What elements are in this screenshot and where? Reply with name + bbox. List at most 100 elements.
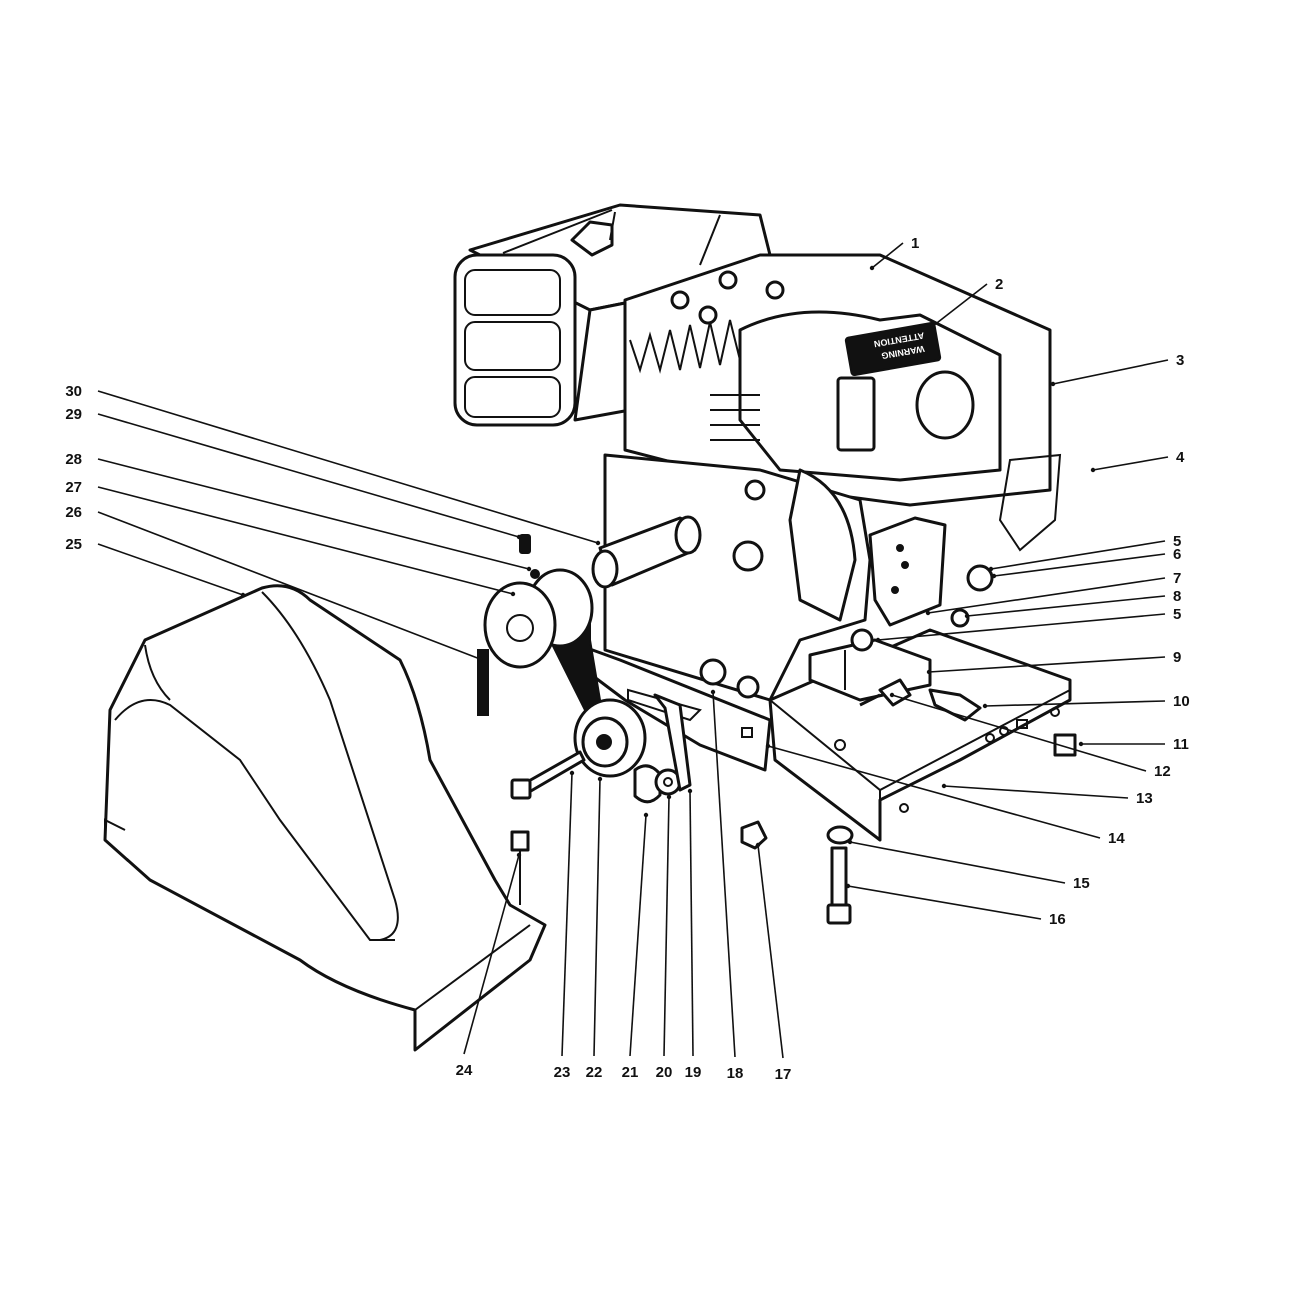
nut-21 xyxy=(633,764,662,804)
callout-label-11: 11 xyxy=(1173,736,1189,753)
leader-dot-19 xyxy=(687,788,693,794)
leader-line-2 xyxy=(932,283,988,327)
leader-line-23 xyxy=(561,772,573,1057)
leader-dot-4 xyxy=(1090,467,1096,473)
callout-label-19: 19 xyxy=(685,1064,702,1081)
leader-line-25 xyxy=(97,543,244,596)
link-19 xyxy=(653,693,692,792)
leader-dot-17 xyxy=(755,842,761,848)
leader-line-7 xyxy=(927,577,1166,614)
leader-line-22 xyxy=(593,778,601,1057)
leader-dot-5b xyxy=(875,637,881,643)
callout-label-20: 20 xyxy=(656,1064,673,1081)
leader-line-18 xyxy=(712,691,736,1058)
callout-label-18: 18 xyxy=(727,1065,744,1082)
bolt-24 xyxy=(510,830,530,852)
leader-dot-15 xyxy=(847,839,853,845)
leader-line-28 xyxy=(97,458,530,570)
leader-dot-27 xyxy=(510,591,516,597)
leader-dot-9 xyxy=(926,669,932,675)
callout-label-5a: 5 xyxy=(1173,533,1181,550)
clip-11 xyxy=(1053,733,1077,757)
callout-label-22: 22 xyxy=(586,1064,603,1081)
leader-dot-21 xyxy=(643,812,649,818)
callout-label-21: 21 xyxy=(622,1064,639,1081)
callout-label-27: 27 xyxy=(65,479,82,496)
fitting-6 xyxy=(966,564,994,592)
throttle-bracket xyxy=(868,516,947,627)
callout-label-13: 13 xyxy=(1136,790,1153,807)
leader-line-24 xyxy=(463,854,520,1055)
leader-line-19 xyxy=(689,790,694,1057)
leader-line-8 xyxy=(966,595,1166,617)
leader-dot-3 xyxy=(1050,381,1056,387)
callout-label-2: 2 xyxy=(995,276,1003,293)
leader-dot-26 xyxy=(477,656,483,662)
callout-label-24: 24 xyxy=(456,1062,473,1079)
callout-label-28: 28 xyxy=(65,451,82,468)
callout-label-12: 12 xyxy=(1154,763,1171,780)
leader-dot-28 xyxy=(526,566,532,572)
callout-label-1: 1 xyxy=(911,235,919,252)
bolt-17 xyxy=(740,820,768,850)
callout-label-6: 6 xyxy=(1173,546,1181,563)
leader-line-3 xyxy=(1052,359,1169,385)
leader-dot-10 xyxy=(982,703,988,709)
leader-line-12 xyxy=(891,694,1147,772)
leader-dot-12 xyxy=(889,692,895,698)
callout-label-4: 4 xyxy=(1176,449,1185,466)
leader-dot-25 xyxy=(240,592,246,598)
leader-line-9 xyxy=(928,656,1166,673)
idler-pulley xyxy=(510,698,647,800)
leader-line-5a xyxy=(990,540,1166,570)
leader-dot-11 xyxy=(1078,741,1084,747)
bolt-16 xyxy=(830,846,848,910)
leader-dot-16 xyxy=(845,883,851,889)
hardware xyxy=(510,564,1077,925)
leader-line-6 xyxy=(993,553,1166,577)
leader-line-21 xyxy=(629,814,647,1057)
spacer-18 xyxy=(699,658,727,686)
leader-line-16 xyxy=(847,885,1042,920)
leader-line-5b xyxy=(877,613,1166,641)
leader-dot-29 xyxy=(516,534,522,540)
callout-label-5b: 5 xyxy=(1173,606,1181,623)
leader-dot-30 xyxy=(595,540,601,546)
leader-dot-7 xyxy=(925,610,931,616)
bolt-12 xyxy=(859,678,912,707)
callout-label-16: 16 xyxy=(1049,911,1066,928)
callout-labels: 1234567859101112131415161718192021222324… xyxy=(65,235,1189,1083)
callout-label-10: 10 xyxy=(1173,693,1190,710)
leader-line-13 xyxy=(943,785,1129,799)
leader-line-15 xyxy=(849,841,1066,884)
callout-label-9: 9 xyxy=(1173,649,1181,666)
leader-line-26 xyxy=(97,511,481,660)
leader-dot-20 xyxy=(666,794,672,800)
callout-label-8: 8 xyxy=(1173,588,1181,605)
leader-dot-6 xyxy=(991,573,997,579)
leader-line-17 xyxy=(757,844,784,1059)
leader-dot-8 xyxy=(964,613,970,619)
callout-label-30: 30 xyxy=(65,383,82,400)
callout-label-23: 23 xyxy=(554,1064,571,1081)
nut-8 xyxy=(950,608,970,628)
callout-label-29: 29 xyxy=(65,406,82,423)
callout-label-15: 15 xyxy=(1073,875,1090,892)
crankshaft xyxy=(591,515,702,589)
washer-15 xyxy=(826,825,854,845)
leader-dot-24 xyxy=(516,852,522,858)
callout-label-17: 17 xyxy=(775,1066,792,1083)
leader-dot-14 xyxy=(765,743,771,749)
leader-lines xyxy=(97,242,1169,1059)
leader-line-20 xyxy=(663,796,670,1057)
engine-pulley xyxy=(483,534,594,669)
leader-line-29 xyxy=(97,413,520,538)
engine-crankcase xyxy=(603,453,1062,702)
leader-dot-13 xyxy=(941,783,947,789)
leader-line-10 xyxy=(984,700,1166,707)
leader-line-14 xyxy=(767,745,1101,839)
leader-dot-5a xyxy=(988,566,994,572)
leader-dot-22 xyxy=(597,776,603,782)
nut-5b xyxy=(850,628,874,652)
